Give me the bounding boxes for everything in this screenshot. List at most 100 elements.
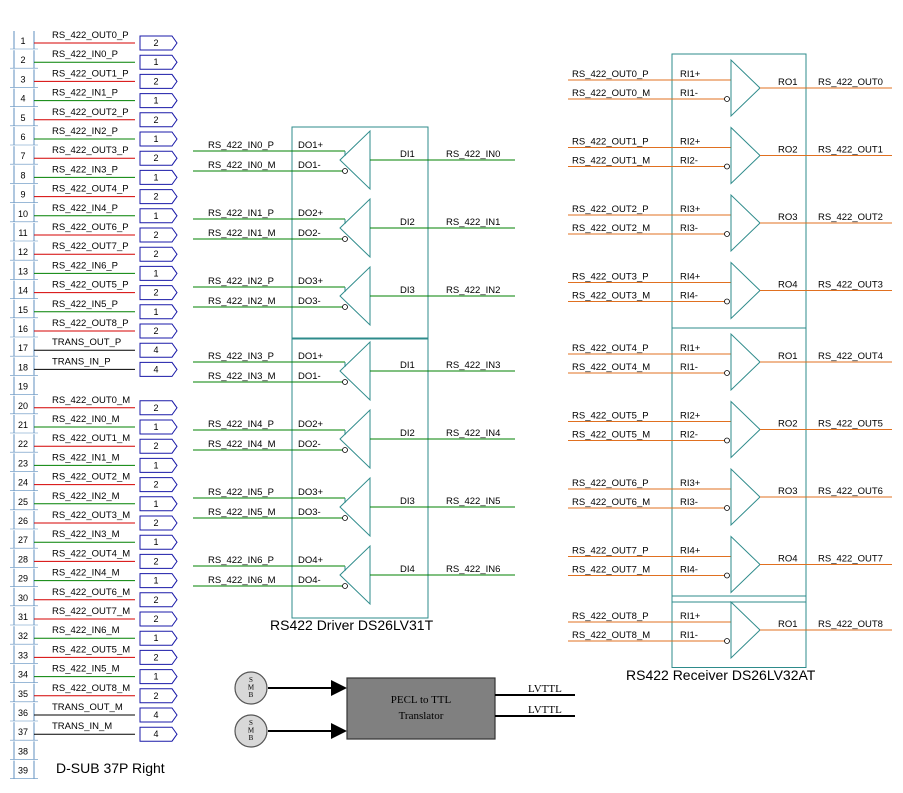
- pin-number: 10: [18, 209, 28, 219]
- driver-di-pin: DI3: [400, 285, 415, 296]
- receiver-ro-pin: RO3: [778, 212, 798, 223]
- offpage-tag-number: 2: [153, 480, 158, 490]
- driver-di-pin: DI2: [400, 428, 415, 439]
- smb-connector-icon: [234, 671, 268, 705]
- offpage-tag-number: 4: [153, 364, 158, 374]
- inversion-bubble: [724, 505, 730, 511]
- receiver-output-label: RS_422_OUT5: [818, 419, 883, 430]
- net-label: RS_422_OUT2_M: [52, 472, 130, 483]
- receiver-rim-pin: RI3-: [680, 223, 698, 234]
- pin-number: 22: [18, 439, 28, 449]
- offpage-tag: [139, 649, 178, 665]
- receiver-ro-pin: RO1: [778, 351, 798, 362]
- offpage-tag-number: 1: [153, 211, 158, 221]
- translator-box: [346, 677, 496, 740]
- offpage-tag: [139, 323, 178, 339]
- inversion-bubble: [724, 370, 730, 376]
- driver-output-label: RS_422_IN3: [446, 360, 500, 371]
- pin-number: 7: [20, 151, 25, 161]
- pin-number: 32: [18, 631, 28, 641]
- driver-buffer-triangle: [339, 129, 371, 191]
- pin-number: 33: [18, 650, 28, 660]
- receiver-triangle: [730, 126, 761, 185]
- offpage-tag-number: 4: [153, 710, 158, 720]
- receiver-ro-pin: RO2: [778, 419, 798, 430]
- driver-buffer-triangle: [339, 197, 371, 259]
- inversion-bubble: [724, 231, 730, 237]
- pin-number: 11: [18, 228, 27, 238]
- receiver-rip-pin: RI1+: [680, 611, 701, 622]
- pin-number: 5: [20, 113, 25, 123]
- net-label: TRANS_OUT_M: [52, 702, 123, 713]
- driver-p-label: RS_422_IN0_P: [208, 140, 274, 151]
- receiver-triangle: [730, 58, 761, 118]
- smb-letter: M: [248, 727, 255, 735]
- driver-di-pin: DI4: [400, 564, 415, 575]
- receiver-m-label: RS_422_OUT2_M: [572, 223, 650, 234]
- offpage-tag: [139, 93, 178, 109]
- net-label: RS_422_OUT0_M: [52, 395, 130, 406]
- net-label: RS_422_OUT2_P: [52, 107, 129, 118]
- offpage-tag: [139, 150, 178, 166]
- pin-number: 3: [20, 74, 25, 84]
- net-label: RS_422_IN4_M: [52, 568, 120, 579]
- receiver-m-label: RS_422_OUT3_M: [572, 291, 650, 302]
- driver-m-label: RS_422_IN6_M: [208, 575, 276, 586]
- translator-line1: PECL to TTL: [391, 694, 452, 706]
- net-label: RS_422_OUT5_M: [52, 644, 130, 655]
- receiver-ro-pin: RO4: [778, 554, 798, 565]
- driver-output-label: RS_422_IN6: [446, 564, 500, 575]
- driver-chip-body: [291, 126, 429, 340]
- inversion-bubble: [342, 168, 348, 174]
- net-label: RS_422_OUT4_M: [52, 548, 130, 559]
- offpage-tag: [139, 515, 178, 531]
- net-label: RS_422_OUT3_P: [52, 145, 129, 156]
- connector-pin: 39: [10, 760, 38, 779]
- driver-dop-pin: DO3+: [298, 276, 324, 287]
- receiver-rip-pin: RI2+: [680, 411, 701, 422]
- smb-connector-icon: [234, 714, 268, 748]
- offpage-tag-number: 1: [153, 57, 158, 67]
- offpage-tag: [139, 707, 178, 723]
- driver-dop-pin: DO1+: [298, 351, 324, 362]
- receiver-rip-pin: RI2+: [680, 137, 701, 148]
- pin-number: 37: [18, 727, 28, 737]
- driver-m-label: RS_422_IN3_M: [208, 371, 276, 382]
- offpage-tag-number: 2: [153, 614, 158, 624]
- receiver-output-label: RS_422_OUT2: [818, 212, 883, 223]
- connector-pin: 19: [10, 376, 38, 395]
- offpage-tag: [139, 573, 178, 589]
- offpage-tag: [139, 169, 178, 185]
- offpage-tag-number: 4: [153, 345, 158, 355]
- connector-title: D-SUB 37P Right: [56, 760, 165, 776]
- driver-buffer-triangle: [339, 265, 371, 327]
- offpage-tag-number: 1: [153, 172, 158, 182]
- receiver-ro-pin: RO2: [778, 145, 798, 156]
- driver-buffer-triangle: [339, 544, 371, 606]
- driver-caption: RS422 Driver DS26LV31T: [270, 617, 434, 633]
- offpage-tag: [139, 630, 178, 646]
- offpage-tag-number: 2: [153, 556, 158, 566]
- driver-buffer-triangle: [339, 476, 371, 538]
- offpage-tag-number: 1: [153, 268, 158, 278]
- receiver-rim-pin: RI4-: [680, 565, 698, 576]
- offpage-tag-number: 2: [153, 38, 158, 48]
- offpage-tag-number: 2: [153, 230, 158, 240]
- driver-output-label: RS_422_IN5: [446, 496, 500, 507]
- receiver-rip-pin: RI4+: [680, 272, 701, 283]
- pin-number: 2: [20, 55, 25, 65]
